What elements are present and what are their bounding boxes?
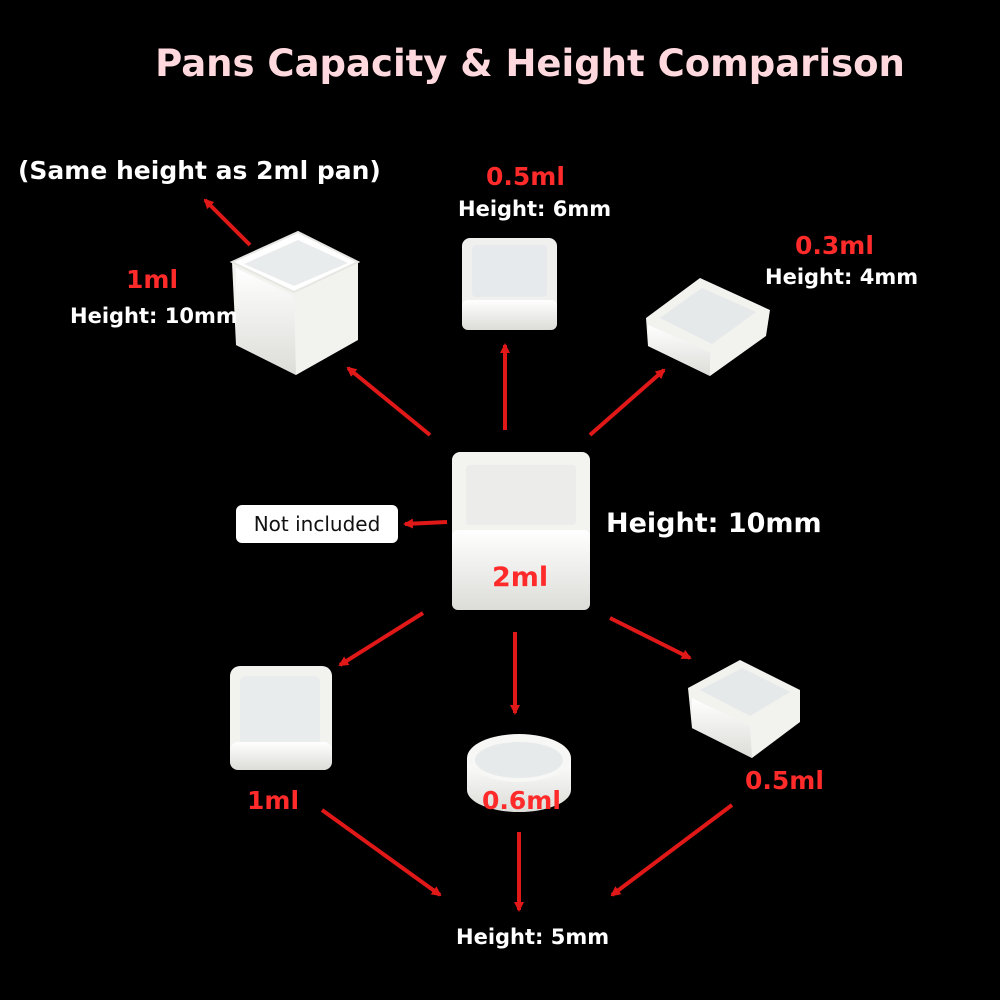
pan-0-5ml-bottom: [688, 660, 800, 758]
center-height: Height: 10mm: [606, 508, 822, 539]
arrow-to-0-3ml-top: [588, 368, 666, 437]
pan-2ml: [452, 452, 590, 610]
top-0-3ml-capacity: 0.3ml: [795, 231, 874, 260]
arrow-0-5ml-to-height: [610, 803, 734, 897]
not-included-badge: Not included: [236, 505, 398, 543]
arrows: [203, 198, 734, 912]
pan-1ml-tall: [229, 230, 361, 375]
pan-0-6ml-round: [467, 734, 571, 812]
top-0-5ml-height: Height: 6mm: [458, 197, 612, 221]
arrow-1ml-to-height: [320, 808, 442, 897]
arrow-to-0-5ml-bottom: [609, 616, 692, 660]
pan-0-3ml-top: [646, 278, 770, 376]
pan-1ml-bottom: [230, 666, 332, 770]
arrow-to-note: [203, 198, 252, 247]
bottom-1ml-capacity: 1ml: [247, 786, 300, 815]
bottom-0-5ml-capacity: 0.5ml: [745, 766, 824, 795]
bottom-height: Height: 5mm: [456, 925, 610, 949]
top-1ml-height: Height: 10mm: [70, 304, 238, 328]
center-capacity: 2ml: [492, 562, 549, 593]
same-height-note: (Same height as 2ml pan): [18, 156, 381, 185]
page-title: Pans Capacity & Height Comparison: [155, 42, 905, 85]
top-1ml-capacity: 1ml: [126, 265, 179, 294]
top-0-5ml-capacity: 0.5ml: [486, 162, 565, 191]
arrow-to-1ml-top: [346, 366, 432, 437]
arrow-to-1ml-bottom: [338, 611, 425, 667]
pan-0-5ml-top: [462, 238, 557, 330]
bottom-0-6ml-capacity: 0.6ml: [482, 786, 561, 815]
arrow-to-not-included: [403, 518, 448, 529]
top-0-3ml-height: Height: 4mm: [765, 265, 919, 289]
